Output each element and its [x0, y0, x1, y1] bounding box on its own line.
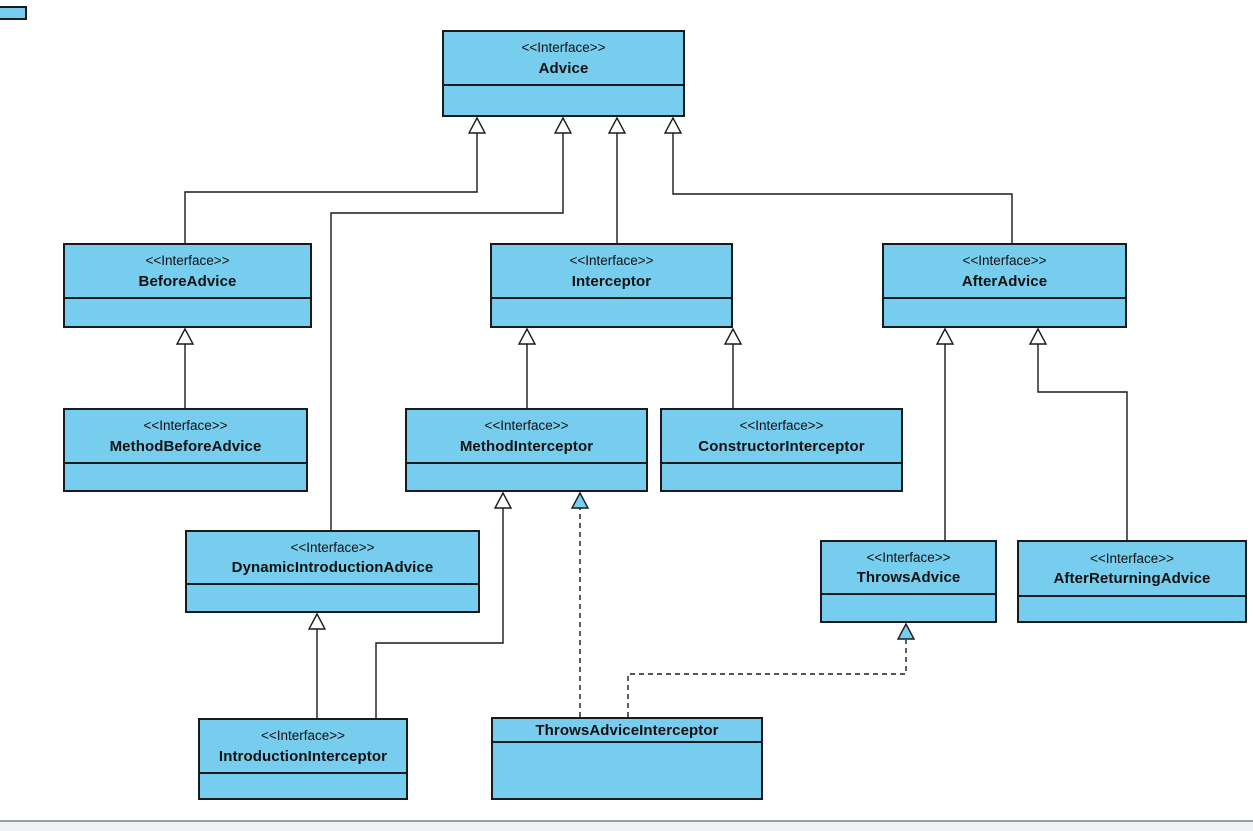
- node-constructor-interceptor: <<Interface>> ConstructorInterceptor: [660, 408, 903, 492]
- stereotype-label: <<Interface>>: [145, 253, 230, 269]
- node-name: AfterReturningAdvice: [1053, 570, 1211, 588]
- stereotype-label: <<Interface>>: [1089, 550, 1175, 566]
- node-header: ThrowsAdviceInterceptor: [493, 719, 761, 743]
- node-name: MethodBeforeAdvice: [109, 437, 262, 455]
- node-header: <<Interface>> AfterAdvice: [884, 245, 1125, 299]
- node-header: <<Interface>> DynamicIntroductionAdvice: [187, 532, 478, 585]
- node-name: ThrowsAdviceInterceptor: [535, 722, 719, 739]
- node-after-returning-advice: <<Interface>> AfterReturningAdvice: [1017, 540, 1247, 623]
- node-header: <<Interface>> ConstructorInterceptor: [662, 410, 901, 464]
- edge-beforeadvice-to-advice: [184, 116, 487, 243]
- node-method-interceptor: <<Interface>> MethodInterceptor: [405, 408, 648, 492]
- stereotype-label: <<Interface>>: [866, 549, 951, 565]
- node-name: ThrowsAdvice: [856, 569, 961, 587]
- edge-methodinterceptor-to-interceptor: [517, 327, 537, 408]
- node-name: AfterAdvice: [961, 272, 1048, 290]
- node-name: IntroductionInterceptor: [218, 747, 388, 765]
- node-header: <<Interface>> Advice: [444, 32, 683, 86]
- edge-interceptor-to-advice: [607, 116, 627, 243]
- stereotype-label: <<Interface>>: [484, 418, 569, 434]
- edge-throwsadvice-to-afteradvice: [935, 327, 955, 540]
- node-header: <<Interface>> BeforeAdvice: [65, 245, 310, 299]
- stereotype-label: <<Interface>>: [260, 728, 346, 744]
- stereotype-label: <<Interface>>: [290, 539, 375, 555]
- node-header: <<Interface>> MethodInterceptor: [407, 410, 646, 464]
- node-name: Interceptor: [571, 272, 652, 290]
- node-before-advice: <<Interface>> BeforeAdvice: [63, 243, 312, 328]
- edge-throwsadviceinterceptor-to-methodinterceptor: [570, 491, 590, 717]
- node-after-advice: <<Interface>> AfterAdvice: [882, 243, 1127, 328]
- stereotype-label: <<Interface>>: [962, 253, 1047, 269]
- node-introduction-interceptor: <<Interface>> IntroductionInterceptor: [198, 718, 408, 800]
- edge-dynamicintroductionadvice-to-advice: [330, 116, 573, 530]
- node-name: DynamicIntroductionAdvice: [231, 559, 434, 577]
- edge-methodbeforeadvice-to-beforeadvice: [175, 327, 195, 408]
- stereotype-label: <<Interface>>: [521, 40, 606, 56]
- node-dynamic-introduction-advice: <<Interface>> DynamicIntroductionAdvice: [185, 530, 480, 613]
- node-header: <<Interface>> MethodBeforeAdvice: [65, 410, 306, 464]
- node-advice: <<Interface>> Advice: [442, 30, 685, 117]
- node-name: Advice: [538, 59, 589, 77]
- node-header: <<Interface>> AfterReturningAdvice: [1019, 542, 1245, 597]
- node-name: ConstructorInterceptor: [698, 437, 865, 455]
- node-method-before-advice: <<Interface>> MethodBeforeAdvice: [63, 408, 308, 492]
- node-name: BeforeAdvice: [138, 272, 237, 290]
- node-interceptor: <<Interface>> Interceptor: [490, 243, 733, 328]
- node-throws-advice: <<Interface>> ThrowsAdvice: [820, 540, 997, 623]
- edge-constructorinterceptor-to-interceptor: [723, 327, 743, 408]
- node-header: <<Interface>> ThrowsAdvice: [822, 542, 995, 595]
- edge-afterreturningadvice-to-afteradvice: [1028, 327, 1128, 540]
- edge-introductioninterceptor-to-dynamicintroductionadvice: [307, 612, 327, 718]
- edge-afteradvice-to-advice: [663, 116, 1013, 243]
- stereotype-label: <<Interface>>: [569, 253, 654, 269]
- stereotype-label: <<Interface>>: [739, 418, 824, 434]
- edge-throwsadviceinterceptor-to-throwsadvice: [627, 622, 916, 717]
- node-name: MethodInterceptor: [459, 437, 594, 455]
- node-header: <<Interface>> Interceptor: [492, 245, 731, 299]
- node-header: <<Interface>> IntroductionInterceptor: [200, 720, 406, 774]
- clipped-node-fragment: [0, 6, 27, 20]
- stereotype-label: <<Interface>>: [143, 418, 228, 434]
- edge-introductioninterceptor-to-methodinterceptor: [375, 491, 513, 718]
- node-throws-advice-interceptor: ThrowsAdviceInterceptor: [491, 717, 763, 800]
- window-bottom-chrome: [0, 820, 1253, 831]
